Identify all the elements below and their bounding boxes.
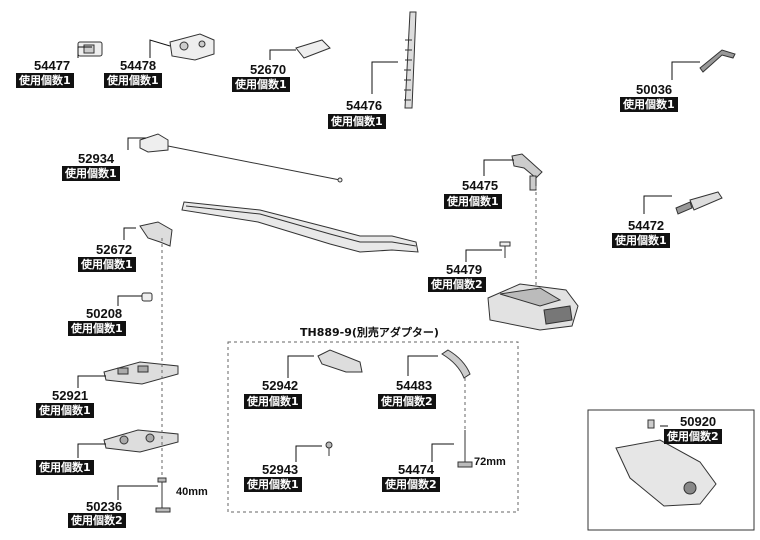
qty-badge: 使用個数1	[328, 114, 386, 129]
part-base-mount	[487, 283, 579, 331]
qty-badge: 使用個数1	[244, 394, 302, 409]
part-54479-bolt	[499, 241, 511, 258]
qty-badge: 使用個数1	[620, 97, 678, 112]
part-54476-strap	[404, 11, 417, 109]
qty-badge: 使用個数1	[104, 73, 162, 88]
part-54477-clip	[77, 41, 103, 57]
part-code: 50236	[86, 499, 123, 514]
part-code: 52943	[262, 462, 299, 477]
qty-badge: 使用個数1	[62, 166, 120, 181]
part-code: 54475	[462, 178, 499, 193]
part-50036-hex-key	[699, 49, 736, 73]
part-code: 54474	[398, 462, 435, 477]
part-52672-cap	[139, 221, 173, 247]
part-code: 52921	[52, 388, 89, 403]
part-wheel-tray	[181, 201, 419, 253]
part-code: 52670	[250, 62, 287, 77]
part-code: 50208	[86, 306, 123, 321]
qty-badge: 使用個数1	[612, 233, 670, 248]
qty-badge: 使用個数1	[36, 460, 94, 475]
adapter-title: TH889-9(別売アダプター)	[300, 326, 439, 339]
qty-badge: 使用個数2	[382, 477, 440, 492]
qty-badge: 使用個数1	[36, 403, 94, 418]
dimension-label: 40mm	[176, 486, 208, 498]
part-code: 54477	[34, 58, 71, 73]
part-code: 52672	[96, 242, 133, 257]
qty-badge: 使用個数1	[78, 257, 136, 272]
qty-badge: 使用個数1	[444, 194, 502, 209]
qty-badge: 使用個数1	[244, 477, 302, 492]
qty-badge: 使用個数2	[664, 429, 722, 444]
qty-badge: 使用個数2	[428, 277, 486, 292]
part-52921-plate	[103, 361, 179, 385]
part-code: 50920	[680, 414, 717, 429]
qty-badge: 使用個数2	[378, 394, 436, 409]
part-code: 54483	[396, 378, 433, 393]
part-code: 50036	[636, 82, 673, 97]
part-code: 54472	[628, 218, 665, 233]
part-code: 52934	[78, 151, 115, 166]
part-code: 54478	[120, 58, 157, 73]
part-52942-bracket	[317, 349, 363, 373]
qty-badge: 使用個数1	[232, 77, 290, 92]
part-code: 54476	[346, 98, 383, 113]
part-54475-lever	[511, 153, 543, 191]
part-code: 52942	[262, 378, 299, 393]
dimension-label: 72mm	[474, 456, 506, 468]
qty-badge: 使用個数1	[68, 321, 126, 336]
part-52943-screw	[325, 441, 333, 456]
part-50208-spacer	[141, 292, 153, 302]
part-52922-plate	[103, 429, 179, 453]
part-50236-bolt	[155, 477, 171, 513]
part-54472-tool	[675, 191, 723, 215]
part-54474-bolt	[457, 430, 473, 468]
part-54483-clip	[441, 349, 471, 379]
qty-badge: 使用個数2	[68, 513, 126, 528]
part-52934-cable	[139, 133, 343, 183]
part-54478-clamp	[169, 33, 215, 61]
part-52670-pad	[295, 39, 331, 59]
part-50920-inset	[587, 409, 755, 531]
part-code: 54479	[446, 262, 483, 277]
qty-badge: 使用個数1	[16, 73, 74, 88]
